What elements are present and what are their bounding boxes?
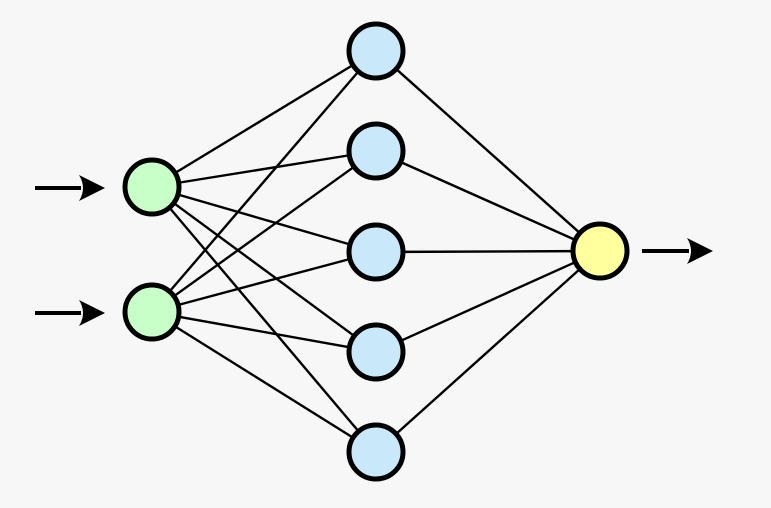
output-arrow-1-head <box>687 238 713 264</box>
input-arrow-1 <box>35 175 105 201</box>
nodes-group <box>122 21 630 482</box>
edge-in-2-to-h-4 <box>176 315 352 349</box>
output-arrow-1 <box>642 238 713 264</box>
edge-h-4-to-out-1 <box>398 260 578 343</box>
edge-in-2-to-h-5 <box>172 324 356 440</box>
input-arrow-2-head <box>79 300 105 326</box>
edge-in-2-to-h-1 <box>167 69 361 294</box>
edge-in-2-to-h-2 <box>171 164 357 299</box>
hidden-layer <box>346 21 406 482</box>
edge-h-2-to-out-1 <box>398 160 578 242</box>
node-h-1[interactable] <box>346 21 406 81</box>
node-in-2[interactable] <box>122 282 182 342</box>
node-h-3[interactable] <box>346 222 406 282</box>
input-arrow-2 <box>35 300 105 326</box>
node-h-4[interactable] <box>346 322 406 382</box>
node-in-1[interactable] <box>122 157 182 217</box>
edge-h-5-to-out-1 <box>394 267 582 436</box>
output-layer <box>570 221 630 281</box>
edge-in-1-to-h-5 <box>167 205 361 434</box>
edge-h-3-to-out-1 <box>400 249 576 254</box>
edge-h-1-to-out-1 <box>394 67 582 235</box>
input-arrow-1-head <box>79 175 105 201</box>
node-h-2[interactable] <box>346 121 406 181</box>
edge-in-2-to-h-3 <box>175 257 353 307</box>
node-h-5[interactable] <box>346 422 406 482</box>
io-arrows-group <box>35 175 713 326</box>
edge-in-1-to-h-3 <box>175 193 353 246</box>
input-layer <box>122 157 182 342</box>
edges-group <box>167 63 582 440</box>
node-out-1[interactable] <box>570 221 630 281</box>
edge-in-1-to-h-1 <box>173 63 355 175</box>
edge-in-1-to-h-2 <box>176 153 352 185</box>
edge-in-1-to-h-4 <box>171 201 357 338</box>
